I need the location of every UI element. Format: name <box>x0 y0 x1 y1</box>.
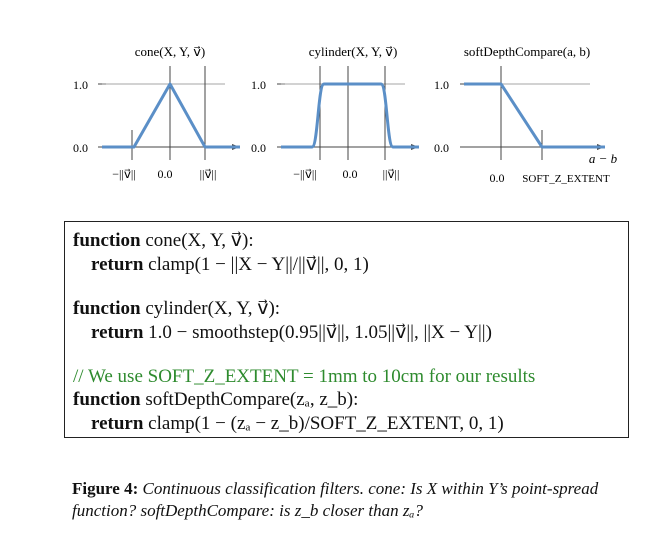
cylinder-ytick-0: 0.0 <box>251 141 266 155</box>
soft-depth-plot: softDepthCompare(a, b) 1.0 0.0 a − b 0.0… <box>434 44 618 185</box>
figure-caption: Figure 4: Continuous classification filt… <box>72 478 632 522</box>
code-text: cone(X, Y, v⃗): <box>140 230 254 251</box>
cone-plot: cone(X, Y, v⃗) 1.0 0.0 −||v⃗|| 0.0 ||v⃗|… <box>73 44 240 181</box>
code-line-softdepth-def: function softDepthCompare(zₐ, z_b): <box>73 389 358 411</box>
cylinder-plot: cylinder(X, Y, v⃗) 1.0 0.0 −||v⃗|| 0.0 |… <box>251 44 419 181</box>
keyword-function: function <box>73 389 141 410</box>
cone-plot-title: cone(X, Y, v⃗) <box>135 44 206 59</box>
soft-depth-plot-title: softDepthCompare(a, b) <box>464 44 590 59</box>
code-line-cylinder-return: return 1.0 − smoothstep(0.95||v⃗||, 1.05… <box>91 322 492 344</box>
keyword-return: return <box>91 322 144 343</box>
cone-ytick-1: 1.0 <box>73 78 88 92</box>
code-text: softDepthCompare(zₐ, z_b): <box>140 389 359 410</box>
code-line-softdepth-return: return clamp(1 − (zₐ − z_b)/SOFT_Z_EXTEN… <box>91 413 504 435</box>
filter-plots: cone(X, Y, v⃗) 1.0 0.0 −||v⃗|| 0.0 ||v⃗|… <box>73 44 618 185</box>
soft-depth-ytick-0: 0.0 <box>434 141 449 155</box>
pseudocode-box: function cone(X, Y, v⃗): return clamp(1 … <box>64 221 629 438</box>
code-text: clamp(1 − ||X − Y||/||v⃗||, 0, 1) <box>143 254 369 275</box>
keyword-return: return <box>91 254 144 275</box>
cylinder-xtick-zero: 0.0 <box>343 167 358 181</box>
caption-text: Continuous classification filters. cone:… <box>72 479 599 520</box>
cone-ytick-0: 0.0 <box>73 141 88 155</box>
cylinder-curve <box>281 82 419 149</box>
soft-depth-x-label: a − b <box>589 151 618 166</box>
code-text: 1.0 − smoothstep(0.95||v⃗||, 1.05||v⃗||,… <box>143 322 492 343</box>
code-comment: // We use SOFT_Z_EXTENT = 1mm to 10cm fo… <box>73 366 536 387</box>
code-line-cone-def: function cone(X, Y, v⃗): <box>73 230 254 252</box>
code-line-cone-return: return clamp(1 − ||X − Y||/||v⃗||, 0, 1) <box>91 254 369 276</box>
cone-xtick-neg: −||v⃗|| <box>112 167 135 181</box>
keyword-function: function <box>73 298 141 319</box>
cone-curve <box>102 82 240 149</box>
cylinder-xtick-pos: ||v⃗|| <box>383 167 400 181</box>
soft-depth-xtick-extent: SOFT_Z_EXTENT <box>522 173 610 185</box>
code-line-cylinder-def: function cylinder(X, Y, v⃗): <box>73 298 280 320</box>
caption-label: Figure 4: <box>72 479 139 498</box>
cylinder-plot-title: cylinder(X, Y, v⃗) <box>309 44 398 59</box>
cone-xtick-pos: ||v⃗|| <box>200 167 217 181</box>
keyword-return: return <box>91 413 144 434</box>
soft-depth-xtick-zero: 0.0 <box>490 171 505 185</box>
code-text: clamp(1 − (zₐ − z_b)/SOFT_Z_EXTENT, 0, 1… <box>143 413 504 434</box>
soft-depth-ytick-1: 1.0 <box>434 78 449 92</box>
cone-xtick-zero: 0.0 <box>158 167 173 181</box>
cylinder-ytick-1: 1.0 <box>251 78 266 92</box>
code-text: cylinder(X, Y, v⃗): <box>140 298 281 319</box>
keyword-function: function <box>73 230 141 251</box>
cylinder-xtick-neg: −||v⃗|| <box>293 167 316 181</box>
soft-depth-curve <box>464 82 605 149</box>
